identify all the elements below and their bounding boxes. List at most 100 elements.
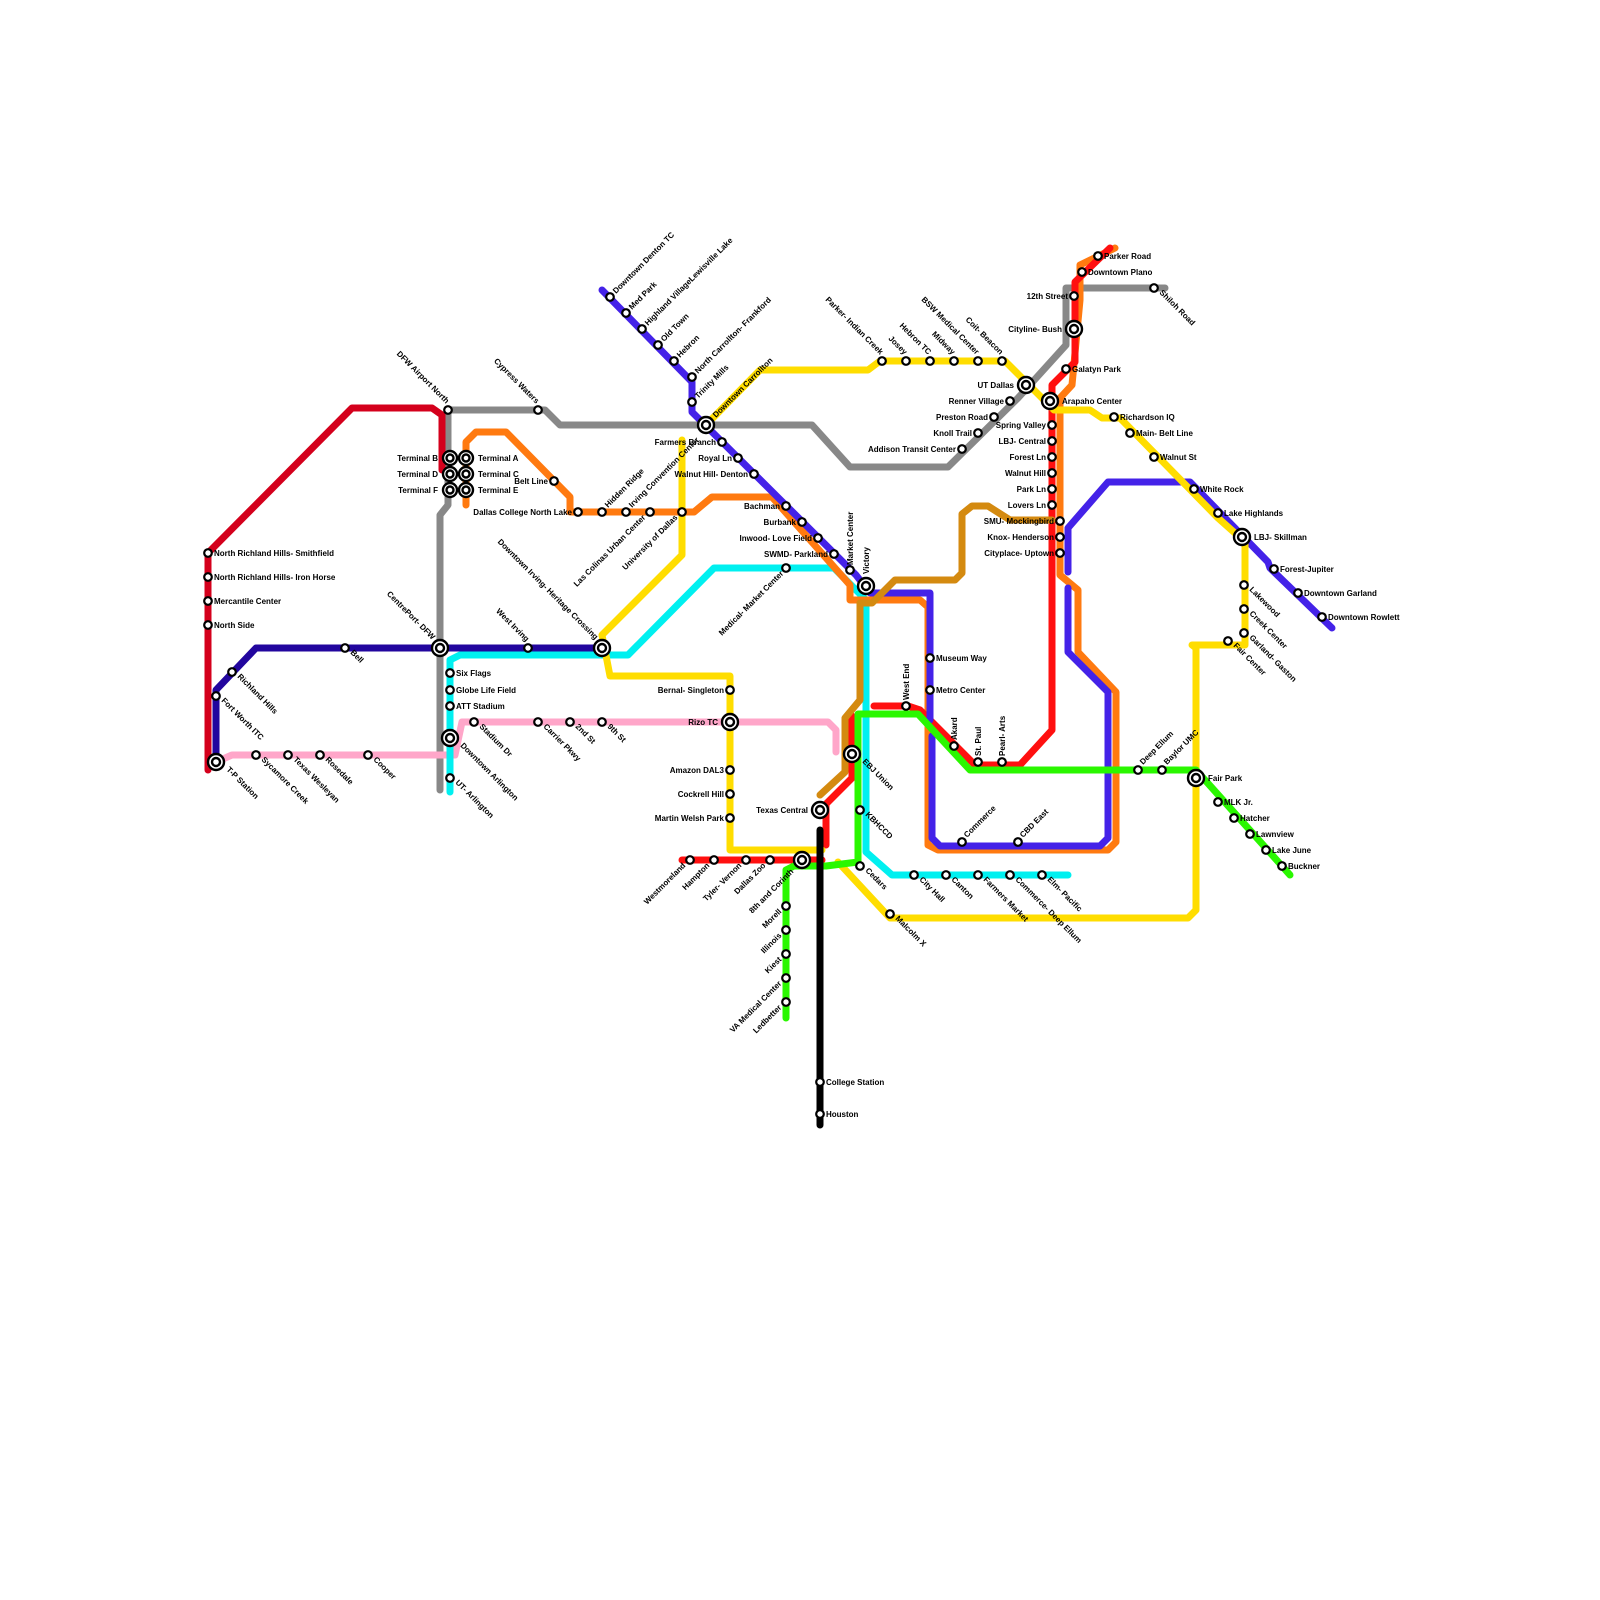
station-museum-way[interactable] [925,653,935,663]
station-shiloh-road[interactable] [1149,283,1159,293]
station-sycamore-creek[interactable] [251,750,261,760]
station-hidden-ridge[interactable] [597,507,607,517]
station-hebron[interactable] [669,356,679,366]
station-preston-road[interactable] [989,412,999,422]
station-old-town[interactable] [653,340,663,350]
station-12th-street[interactable] [1069,291,1079,301]
station-spring-valley[interactable] [1047,420,1057,430]
station-nrh-smithfield[interactable] [203,548,213,558]
station-hebron-tc[interactable] [925,356,935,366]
station-north-side[interactable] [203,620,213,630]
station-market-center[interactable] [845,565,855,575]
station-buckner[interactable] [1277,861,1287,871]
station-amazon-dal3[interactable] [725,765,735,775]
station-att-stadium[interactable] [445,701,455,711]
station-lbj-central[interactable] [1047,436,1057,446]
station-ut-arlington[interactable] [445,773,455,783]
station-cityplace-uptown[interactable] [1055,548,1065,558]
station-lawnview[interactable] [1245,829,1255,839]
station-highland-village[interactable] [637,324,647,334]
station-globe-life-field[interactable] [445,685,455,695]
station-walnut-hill[interactable] [1047,468,1057,478]
station-lake-highlands[interactable] [1213,508,1223,518]
station-garland-gaston[interactable] [1239,628,1249,638]
station-metro-center[interactable] [925,685,935,695]
station-akard[interactable] [949,741,959,751]
station-parker-indian-creek[interactable] [877,356,887,366]
station-va-medical-center[interactable] [781,973,791,983]
station-inwood-love-field[interactable] [813,533,823,543]
station-main-belt-line[interactable] [1125,428,1135,438]
station-parker-road[interactable] [1093,251,1103,261]
station-malcolm-x[interactable] [885,909,895,919]
station-knox-henderson[interactable] [1055,532,1065,542]
station-josey[interactable] [901,356,911,366]
station-downtown-denton-tc[interactable] [605,292,615,302]
station-cockrell-hill[interactable] [725,789,735,799]
station-ledbetter[interactable] [781,997,791,1007]
station-cbd-east[interactable] [1013,837,1023,847]
station-college-station[interactable] [815,1077,825,1087]
station-fair-center[interactable] [1223,636,1233,646]
station-deep-ellum[interactable] [1133,765,1143,775]
station-white-rock[interactable] [1189,484,1199,494]
station-dfw-airport-north[interactable] [443,405,453,415]
station-walnut-hill-denton[interactable] [749,469,759,479]
station-lovers-ln[interactable] [1047,500,1057,510]
station-park-ln[interactable] [1047,484,1057,494]
station-las-colinas[interactable] [645,507,655,517]
station-knoll-trail[interactable] [973,428,983,438]
station-galatyn-park[interactable] [1061,364,1071,374]
station-baylor-umc[interactable] [1157,765,1167,775]
station-six-flags[interactable] [445,668,455,678]
station-kbhccd[interactable] [855,805,865,815]
station-renner-village[interactable] [1005,396,1015,406]
station-rosedale[interactable] [315,750,325,760]
station-dallas-college-north-lake[interactable] [573,507,583,517]
station-medical-market-center[interactable] [781,563,791,573]
station-farmers-branch[interactable] [717,437,727,447]
station-west-irving[interactable] [523,643,533,653]
station-bachman[interactable] [781,501,791,511]
station-martin-welsh-park[interactable] [725,813,735,823]
station-commerce[interactable] [957,837,967,847]
station-mlk-jr[interactable] [1213,797,1223,807]
station-bsw-medical[interactable] [973,356,983,366]
station-cypress-waters[interactable] [533,405,543,415]
station-dallas-zoo[interactable] [765,855,775,865]
station-carrier-pkwy[interactable] [533,717,543,727]
station-richland-hills[interactable] [227,667,237,677]
station-downtown-plano[interactable] [1077,267,1087,277]
station-burbank[interactable] [797,517,807,527]
station-9th-st[interactable] [597,717,607,727]
station-hampton[interactable] [709,855,719,865]
station-tyler-vernon[interactable] [741,855,751,865]
station-walnut-st[interactable] [1149,452,1159,462]
station-royal-ln[interactable] [733,453,743,463]
station-swmd-parkland[interactable] [829,549,839,559]
station-downtown-garland[interactable] [1293,588,1303,598]
station-elm-pacific[interactable] [1037,870,1047,880]
station-med-park[interactable] [621,308,631,318]
station-st-paul[interactable] [973,757,983,767]
station-west-end[interactable] [901,701,911,711]
station-downtown-rowlett[interactable] [1317,612,1327,622]
station-morell[interactable] [781,901,791,911]
station-westmoreland[interactable] [685,855,695,865]
station-forest-ln[interactable] [1047,452,1057,462]
station-nrh-iron-horse[interactable] [203,572,213,582]
station-fort-worth-itc[interactable] [211,691,221,701]
station-creek-center[interactable] [1239,604,1249,614]
station-bernal-singleton[interactable] [725,685,735,695]
station-trinity-mills[interactable] [687,397,697,407]
station-canton[interactable] [941,870,951,880]
station-bell[interactable] [340,643,350,653]
station-lake-june[interactable] [1261,845,1271,855]
station-houston[interactable] [815,1109,825,1119]
station-stadium-dr[interactable] [469,717,479,727]
station-commerce-deep-ellum[interactable] [1005,870,1015,880]
station-university-of-dallas[interactable] [677,507,687,517]
station-addison-tc[interactable] [957,444,967,454]
station-cedars[interactable] [855,861,865,871]
station-farmers-market[interactable] [973,870,983,880]
